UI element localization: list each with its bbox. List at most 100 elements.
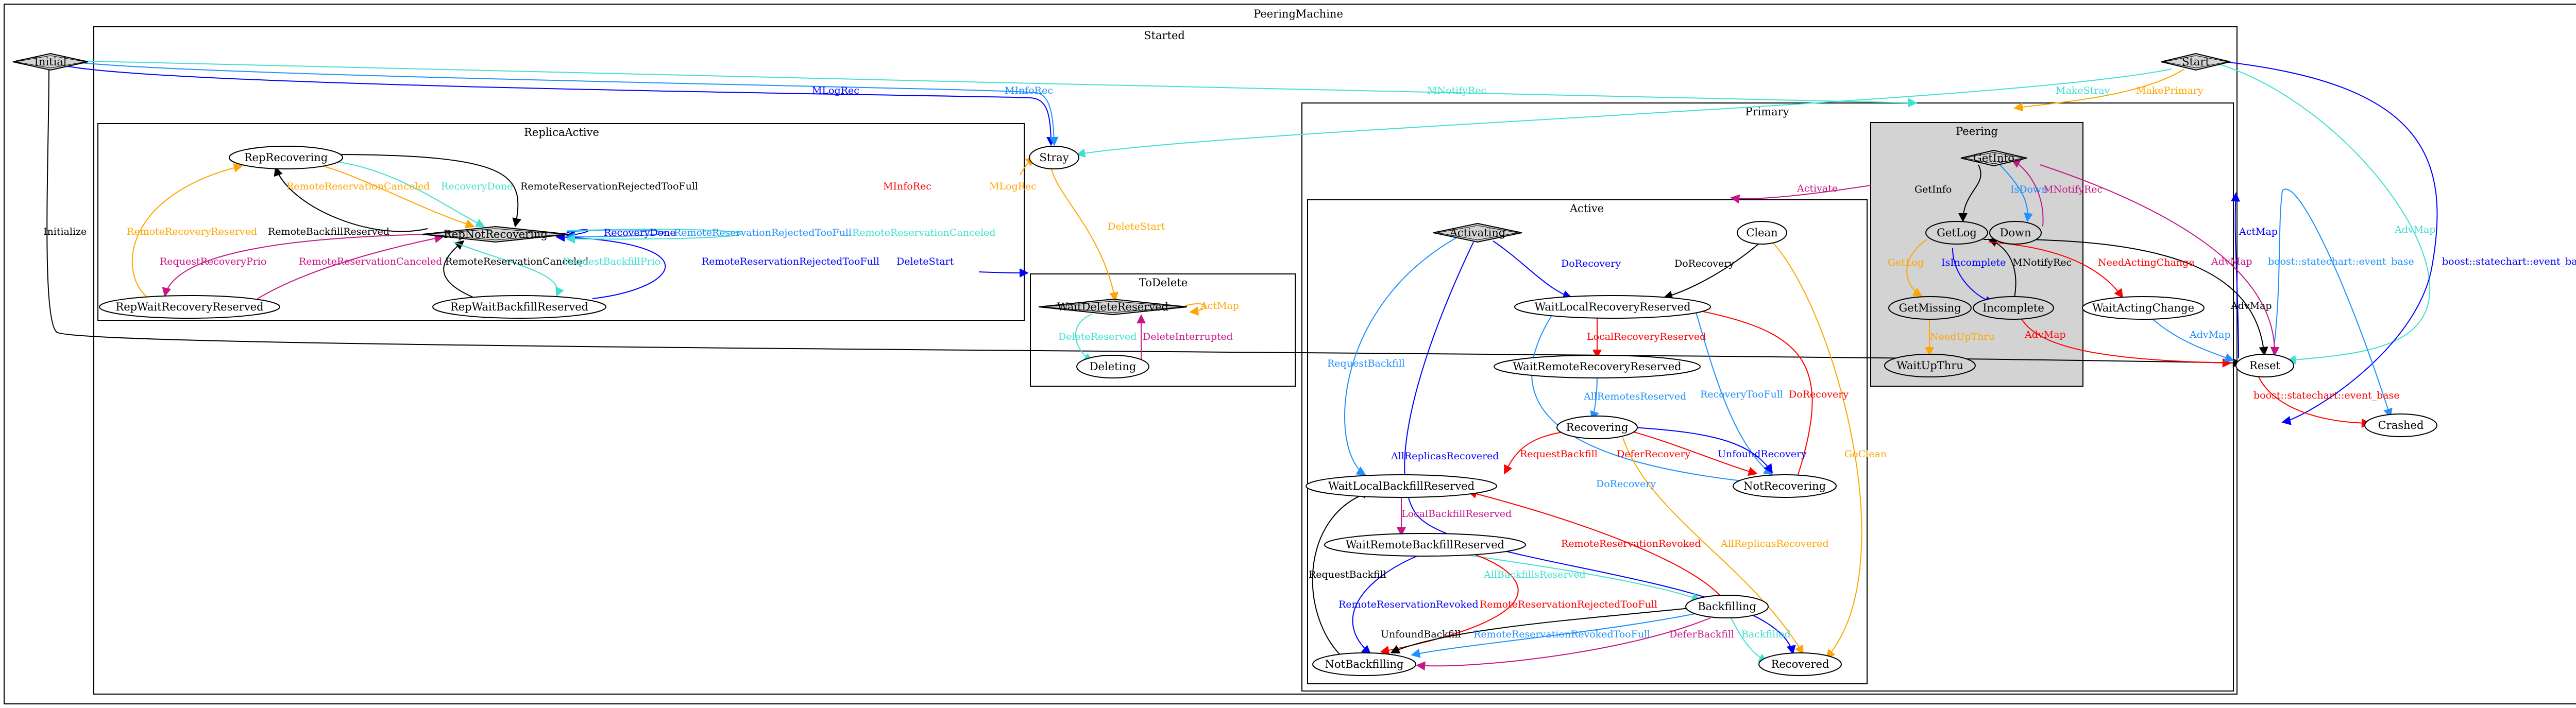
edge-label: DoRecovery [1674, 258, 1734, 269]
edge-label: RequestBackfillPrio [563, 256, 660, 267]
nodes: Initial Start Stray Reset Crashed RepRec… [12, 53, 2437, 676]
state-reset[interactable]: Reset [2235, 354, 2294, 377]
edge-label: RemoteRecoveryReserved [127, 226, 257, 237]
edge-label: ActMap [1200, 300, 1239, 312]
state-label: WaitRemoteRecoveryReserved [1513, 360, 1681, 373]
edge-incomplete-reset [2019, 315, 2232, 368]
cluster-title: Primary [1745, 106, 1789, 118]
edge-label: DoRecovery [1596, 478, 1656, 490]
state-get-log[interactable]: GetLog [1925, 221, 1988, 245]
state-wait-acting-change[interactable]: WaitActingChange [2082, 296, 2205, 320]
state-clean[interactable]: Clean [1737, 221, 1787, 245]
state-label: WaitActingChange [2092, 302, 2194, 314]
state-wait-remote-recovery-reserved[interactable]: WaitRemoteRecoveryReserved [1494, 355, 1701, 378]
edge-label: boost::statechart::event_base [2442, 256, 2576, 267]
state-backfilling[interactable]: Backfilling [1685, 595, 1769, 618]
edge-label: RemoteReservationCanceled [286, 181, 430, 192]
edge-reprec-repnotrec-toofull [329, 154, 521, 228]
state-label: WaitDeleteReserved [1057, 301, 1168, 313]
state-initial[interactable]: Initial [12, 53, 89, 71]
state-deleting[interactable]: Deleting [1076, 355, 1149, 378]
edge-label: MInfoRec [1005, 85, 1053, 96]
edge-ra-todelete [978, 268, 1029, 278]
state-get-info[interactable]: GetInfo [1960, 149, 2027, 167]
state-label: Backfilling [1698, 600, 1756, 613]
edge-label: AdvMap [2189, 329, 2231, 340]
state-wait-local-recovery-reserved[interactable]: WaitLocalRecoveryReserved [1514, 295, 1711, 319]
edge-label: DeleteStart [1108, 221, 1165, 232]
state-rep-recovering[interactable]: RepRecovering [229, 146, 343, 169]
edge-label: MakeStray [2056, 85, 2110, 96]
state-start[interactable]: Start [2161, 53, 2231, 71]
state-wait-up-thru[interactable]: WaitUpThru [1884, 354, 1976, 377]
edge-label: AdvMap [2024, 329, 2066, 340]
edge-repwrr-reprec [131, 163, 243, 299]
edge-label: UnfoundBackfill [1381, 629, 1461, 640]
state-rep-wait-recovery-reserved[interactable]: RepWaitRecoveryReserved [99, 295, 280, 319]
state-wait-delete-reserved[interactable]: WaitDeleteReserved [1038, 298, 1188, 316]
edge-getlog-getmissing [1906, 239, 1927, 297]
edge-label: MInfoRec [883, 181, 931, 192]
edge-label: DeleteStart [896, 256, 954, 267]
edge-repwrr-repnotrec [257, 234, 444, 299]
cluster-title: PeeringMachine [1253, 8, 1343, 20]
state-activating[interactable]: Activating [1433, 222, 1522, 243]
edge-label: IsIncomplete [1941, 257, 2006, 268]
edge-backfilling-notbackfilling-defer [1416, 617, 1711, 671]
edge-label: DoRecovery [1789, 389, 1849, 400]
state-wait-remote-backfill-reserved[interactable]: WaitRemoteBackfillReserved [1324, 533, 1526, 557]
state-label: Start [2182, 56, 2210, 68]
edge-backfilling-wlbr [1467, 489, 1726, 603]
state-not-recovering[interactable]: NotRecovering [1733, 474, 1837, 498]
state-recovering[interactable]: Recovering [1556, 416, 1638, 439]
edge-label: RemoteReservationRevokedTooFull [1473, 629, 1650, 640]
state-crashed[interactable]: Crashed [2364, 413, 2437, 437]
edge-label: DeleteReserved [1058, 331, 1137, 342]
edge-label: DeleteInterrupted [1143, 331, 1233, 342]
edge-label: GetInfo [1914, 184, 1952, 195]
edge-label: RemoteReservationRejectedTooFull [1480, 599, 1657, 610]
edge-reset-crashed [2256, 371, 2371, 428]
state-label: Deleting [1090, 360, 1137, 373]
edge-label: MNotifyRec [1427, 85, 1486, 96]
edge-label: Initialize [43, 226, 87, 237]
edge-label: DoRecovery [1561, 258, 1621, 269]
state-stray[interactable]: Stray [1029, 146, 1079, 169]
edge-label: AdvMap [2394, 224, 2436, 235]
edge-getinfo-down [1998, 163, 2033, 222]
state-label: RepWaitRecoveryReserved [115, 301, 263, 313]
edge-wdr-deleting [1075, 314, 1093, 362]
state-wait-local-backfill-reserved[interactable]: WaitLocalBackfillReserved [1306, 474, 1497, 498]
edge-recovered-clean [1772, 241, 1862, 659]
state-rep-not-recovering[interactable]: RepNotRecovering [422, 226, 569, 243]
state-get-missing[interactable]: GetMissing [1888, 296, 1972, 320]
edge-label: IsDown [2010, 184, 2047, 195]
state-label: Clean [1746, 227, 1777, 239]
edge-reprec-repnotrec-done [319, 159, 485, 227]
edge-recovering-notrec-defer [1628, 430, 1758, 476]
edge-backfilling-notbackfilling-unfound [1390, 607, 1696, 654]
edge-label: LocalBackfillReserved [1401, 508, 1512, 520]
edge-label: AllBackfillsReserved [1483, 569, 1586, 580]
edge-start-reset [2217, 63, 2431, 365]
state-incomplete[interactable]: Incomplete [1973, 296, 2054, 320]
state-rep-wait-backfill-reserved[interactable]: RepWaitBackfillReserved [432, 295, 606, 319]
state-not-backfilling[interactable]: NotBackfilling [1312, 652, 1416, 676]
edge-peering-active [1730, 185, 1871, 204]
edge-wlrr-notrecovering-dorecovery [1531, 308, 1773, 488]
state-label: Crashed [2378, 419, 2424, 431]
state-label: Initial [35, 56, 67, 68]
state-down[interactable]: Down [1989, 221, 2042, 245]
edge-label: NeedUpThru [1930, 331, 1995, 342]
state-label: GetMissing [1899, 302, 1961, 314]
state-recovered[interactable]: Recovered [1758, 652, 1842, 676]
edge-peering-reset [2040, 164, 2280, 356]
edge-label: NeedActingChange [2098, 257, 2195, 268]
edge-label: AdvMap [2211, 256, 2252, 267]
edge-label: RemoteReservationRevoked [1561, 538, 1701, 549]
cluster-title: ToDelete [1139, 277, 1188, 289]
edge-label: AllReplicasRecovered [1391, 451, 1499, 462]
edge-start-crashed [2215, 60, 2438, 425]
edge-reset-actmap [2231, 192, 2241, 358]
